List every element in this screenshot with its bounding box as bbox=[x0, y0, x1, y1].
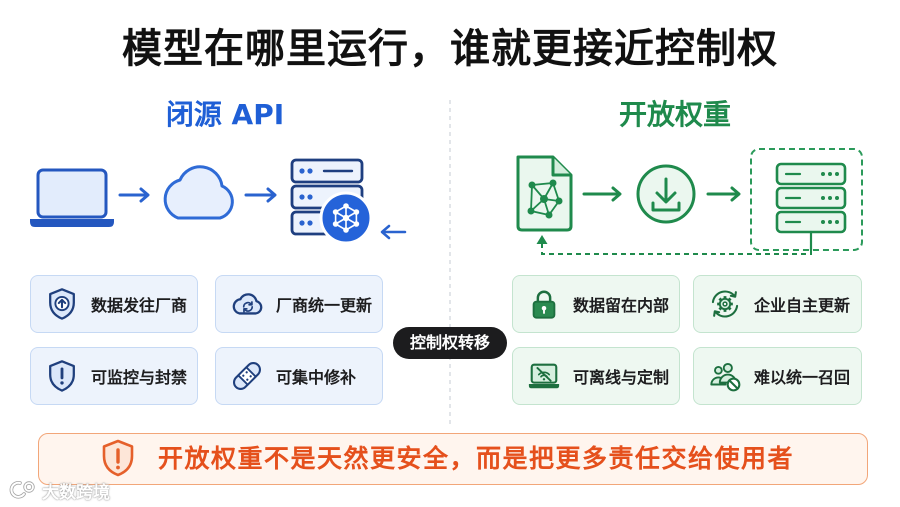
arrow-right-icon bbox=[706, 186, 741, 202]
warning-banner: 开放权重不是天然更安全，而是把更多责任交给使用者 bbox=[38, 433, 868, 485]
bandage-icon bbox=[233, 362, 261, 390]
card-monitor-and-ban: 可监控与封禁 bbox=[30, 347, 198, 405]
arrow-left-icon bbox=[380, 224, 407, 240]
gear-refresh-icon bbox=[711, 290, 739, 318]
watermark-text: 大数跨境 bbox=[42, 482, 110, 503]
card-offline-customize: 可离线与定制 bbox=[512, 347, 680, 405]
card-label: 可集中修补 bbox=[276, 368, 357, 387]
card-data-stays-internal: 数据留在内部 bbox=[512, 275, 680, 333]
shield-alert-icon bbox=[49, 360, 75, 392]
card-hard-to-recall: 难以统一召回 bbox=[693, 347, 862, 405]
card-label: 数据留在内部 bbox=[573, 296, 670, 315]
card-data-sent-to-vendor: 数据发往厂商 bbox=[30, 275, 198, 333]
model-file-icon bbox=[516, 155, 573, 232]
arrow-right-icon bbox=[244, 187, 277, 203]
download-icon bbox=[636, 164, 696, 224]
network-model-icon bbox=[319, 191, 373, 245]
card-vendor-updates: 厂商统一更新 bbox=[215, 275, 383, 333]
cloud-sync-icon bbox=[232, 293, 263, 315]
local-deployment-box bbox=[750, 148, 863, 251]
shield-up-arrow-icon bbox=[49, 288, 75, 320]
loop-back-arrow-icon bbox=[536, 235, 812, 255]
card-label: 可监控与封禁 bbox=[91, 368, 188, 387]
cloud-icon bbox=[163, 165, 234, 220]
card-label: 企业自主更新 bbox=[754, 296, 851, 315]
page-title: 模型在哪里运行，谁就更接近控制权 bbox=[122, 26, 778, 72]
lock-icon bbox=[532, 290, 556, 319]
warning-banner-text: 开放权重不是天然更安全，而是把更多责任交给使用者 bbox=[158, 444, 795, 473]
open-weights-heading: 开放权重 bbox=[618, 98, 731, 131]
control-shift-badge: 控制权转移 bbox=[393, 327, 507, 359]
card-label: 可离线与定制 bbox=[573, 368, 670, 387]
card-central-patch: 可集中修补 bbox=[215, 347, 383, 405]
arrow-right-icon bbox=[118, 187, 150, 203]
card-label: 数据发往厂商 bbox=[91, 296, 188, 315]
watermark-logo bbox=[9, 481, 35, 499]
card-self-update: 企业自主更新 bbox=[693, 275, 862, 333]
closed-api-heading: 闭源 API bbox=[165, 98, 285, 131]
arrow-right-icon bbox=[582, 186, 622, 202]
card-label: 厂商统一更新 bbox=[276, 296, 373, 315]
laptop-icon bbox=[30, 168, 114, 227]
watermark: 大数跨境 bbox=[8, 478, 110, 503]
people-blocked-icon bbox=[710, 362, 741, 392]
laptop-offline-icon bbox=[528, 363, 560, 389]
warning-shield-icon bbox=[102, 439, 134, 477]
card-label: 难以统一召回 bbox=[754, 368, 851, 387]
server-icon bbox=[775, 162, 847, 252]
